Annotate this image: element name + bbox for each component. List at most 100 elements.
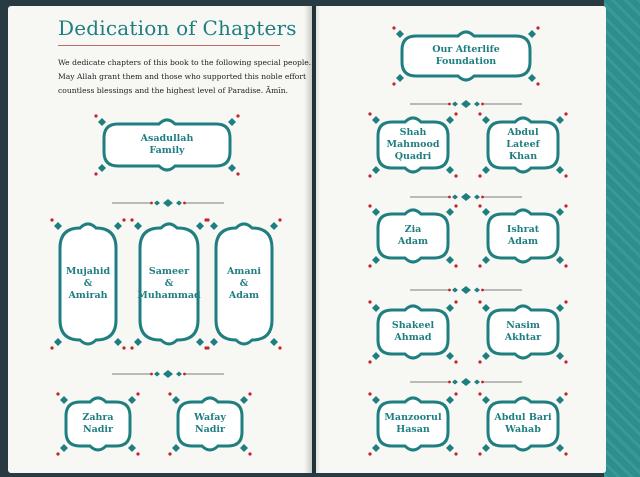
red-dot [368,300,372,304]
plaque-line: Amirah [68,290,108,301]
corner-flourish [196,222,204,230]
plaque-line: Hasan [396,424,430,435]
red-dot [564,112,568,116]
page-title: Dedication of Chapters [58,16,297,40]
corner-flourish [446,352,454,360]
plaque-line: Lateef [506,139,540,150]
intro-paragraph: We dedicate chapters of this book to the… [58,56,312,98]
divider-diamond [176,200,182,206]
plaque-line: Nadir [82,424,114,435]
red-dot [94,172,98,176]
plaque-line: Ahmad [394,332,432,343]
divider-diamond [474,194,480,200]
corner-flourish [396,74,404,82]
red-dot [236,172,240,176]
divider-ornament [410,100,522,108]
red-dot [50,346,54,350]
red-dot [236,114,240,118]
plaque-border [400,30,532,82]
plaque-border [486,396,560,452]
red-dot [278,346,282,350]
corner-flourish [240,396,248,404]
red-dot [478,204,482,208]
plaque-frame [56,392,140,456]
intro-line: countless blessings and the highest leve… [58,86,289,95]
corner-flourish [372,444,380,452]
plaque-line: Abdul [507,127,539,138]
red-dot [392,26,396,30]
plaque-border [376,396,450,452]
divider-ornament [410,286,522,294]
plaque-border [58,222,118,346]
red-dot [448,102,451,106]
red-dot [536,82,540,86]
corner-flourish [556,352,564,360]
corner-flourish [556,304,564,312]
red-dot [448,288,451,292]
plaque-line: Khan [508,151,538,162]
red-dot [481,102,484,106]
red-dot [368,360,372,364]
plaque-frame [206,218,282,350]
plaque-border [102,118,232,172]
red-dot [564,300,568,304]
plaque-frame [478,112,568,178]
plaque-frame [368,300,458,364]
plaque-frame [130,218,208,350]
plaque-line: Zahra [82,412,114,423]
red-dot [481,195,484,199]
plaque-line: Shah [399,127,427,138]
red-dot [478,264,482,268]
corner-flourish [60,444,68,452]
plaque-border [376,304,450,360]
plaque-frame [478,300,568,364]
plaque-line: Family [149,145,185,156]
corner-flourish [114,222,122,230]
intro-line: We dedicate chapters of this book to the… [58,58,312,67]
red-dot [564,204,568,208]
corner-flourish [372,116,380,124]
red-dot [150,201,153,205]
plaque-border [64,396,132,452]
red-dot [478,392,482,396]
plaque-line: Wahab [505,424,541,435]
plaque-line: & [164,278,174,289]
plaque-frame [478,204,568,268]
corner-flourish [482,256,490,264]
plaque-line: Abdul Bari [494,412,552,423]
ornament-divider [406,94,526,108]
plaque-border [486,116,560,174]
corner-flourish [482,304,490,312]
red-dot [481,380,484,384]
divider-diamond [163,199,173,207]
plaque-border [214,222,274,346]
red-dot [368,452,372,456]
corner-flourish [134,338,142,346]
red-dot [564,174,568,178]
plaque-frame [368,204,458,268]
divider-ornament [112,199,224,207]
plaque-line: Nasim [506,320,540,331]
corner-flourish [114,338,122,346]
red-dot [248,392,252,396]
plaque-frame [392,26,540,86]
red-dot [478,300,482,304]
corner-flourish [240,444,248,452]
red-dot [183,372,186,376]
red-dot [368,204,372,208]
corner-flourish [270,338,278,346]
corner-flourish [228,118,236,126]
corner-flourish [482,352,490,360]
plaque-frame [368,112,458,178]
corner-flourish [482,444,490,452]
divider-diamond [452,194,458,200]
corner-flourish [54,338,62,346]
red-dot [454,452,458,456]
plaque-tall: Amani&Adam [206,218,282,350]
